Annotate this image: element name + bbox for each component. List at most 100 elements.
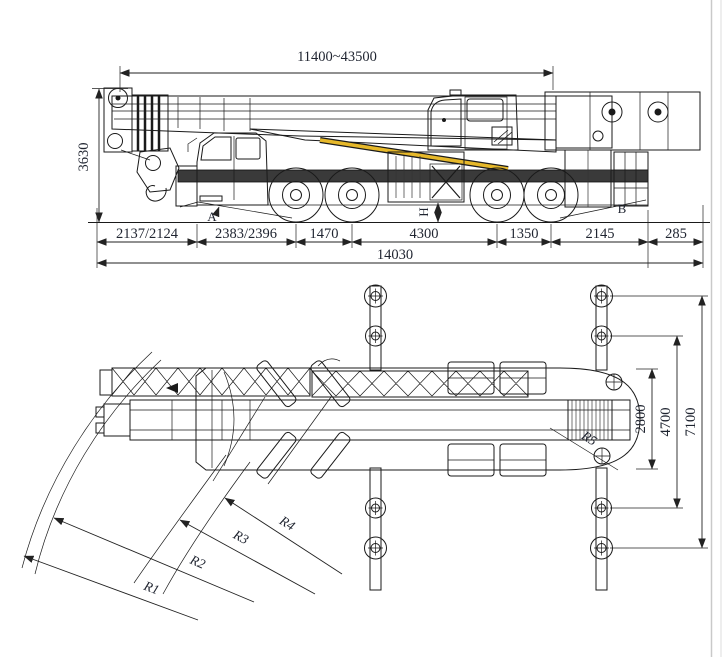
cab-step xyxy=(199,195,223,202)
side-view xyxy=(88,87,710,223)
dim-segment-text: 2137/2124 xyxy=(116,226,179,242)
radius-label-r1: R1 xyxy=(141,578,161,598)
dim-boom-length-text: 11400~43500 xyxy=(297,49,377,65)
toolbox-x-frame xyxy=(429,163,463,201)
angle-lines xyxy=(179,199,647,219)
approach-angle-line xyxy=(197,201,293,219)
rear-stack xyxy=(613,151,649,207)
winch-drum-2 xyxy=(647,101,669,123)
stowed-jib-lattice xyxy=(99,367,311,397)
front-construction-lines xyxy=(212,396,332,485)
toolbox-louvres xyxy=(395,156,421,198)
dim-row-segments: 2137/2124 2383/2396 1470 4300 1350 2145 … xyxy=(96,226,704,246)
rope-guard-ribs xyxy=(136,95,161,151)
departure-angle-label: B xyxy=(618,201,627,216)
dim-overall-length-text: 14030 xyxy=(377,247,413,263)
outrigger-beam-front-bottom xyxy=(369,467,382,591)
dim-segment-text: 1350 xyxy=(510,226,539,242)
stowed-cylinders xyxy=(256,360,351,479)
carrier-windshield xyxy=(200,136,232,161)
dim-row-overall: 14030 xyxy=(96,247,704,267)
boom-head-plan xyxy=(103,403,131,437)
approach-angle-line-2 xyxy=(179,201,199,208)
label-a-arrow xyxy=(212,206,220,218)
ground-clearance-label: H xyxy=(416,207,431,216)
carrier-chassis xyxy=(175,151,649,207)
boom-collars xyxy=(177,97,251,131)
jib-tip-arrow-icon xyxy=(166,383,178,393)
radius-line-r3 xyxy=(179,519,316,595)
deck-toolbox xyxy=(387,151,465,203)
head-sheave-lower xyxy=(107,133,123,149)
page-frame xyxy=(710,0,722,657)
dim-outrigger-full-text: 7100 xyxy=(683,408,699,437)
wiper-dot xyxy=(442,118,446,122)
rear-stack-grid xyxy=(614,152,648,206)
hook-sheave xyxy=(145,155,161,171)
hook xyxy=(145,185,167,202)
dim-outrigger-mid-text: 4700 xyxy=(658,408,674,437)
dim-segment-text: 4300 xyxy=(410,226,439,242)
boom-pivot-block xyxy=(555,95,613,149)
top-view-dimensions: 2800 4700 7100 xyxy=(610,295,708,549)
turning-radius-diagram: R1 R2 R3 R4 xyxy=(21,351,343,621)
operator-cab xyxy=(427,89,519,151)
boom-pivot-pin xyxy=(592,130,604,142)
outriggers xyxy=(364,284,613,591)
radius-line-r4 xyxy=(224,497,343,575)
tail-radius-label: R5 xyxy=(578,427,600,448)
carrier-mirror xyxy=(187,137,198,152)
carrier-cab xyxy=(187,132,269,206)
winch-drum-2-hub xyxy=(654,108,662,116)
tail-radius-line xyxy=(549,427,619,471)
turning-radius-lines xyxy=(23,497,343,621)
side-view-dimensions: 11400~43500 3630 H A B 2137/2124 2383/23… xyxy=(76,49,704,268)
approach-angle-label: A xyxy=(207,209,217,224)
ext-line xyxy=(610,335,683,509)
housing-splits xyxy=(589,92,669,150)
radius-label-r2: R2 xyxy=(187,552,208,572)
top-view-cab-details xyxy=(211,358,341,468)
dim-segment-text: 2145 xyxy=(586,226,615,242)
boom-body xyxy=(111,95,557,141)
top-view-boom xyxy=(95,399,631,441)
radius-line-r2 xyxy=(53,517,255,603)
boom-lattice-band xyxy=(311,370,529,398)
hook-block xyxy=(120,147,180,202)
dim-vehicle-width-text: 2800 xyxy=(633,405,649,434)
roof-beacon xyxy=(449,89,462,96)
superstructure-rear xyxy=(544,91,701,208)
hook-pulley-block xyxy=(136,147,180,193)
dim-segment-text: 1470 xyxy=(310,226,339,242)
operator-door-window xyxy=(466,98,504,122)
luffing-cylinder xyxy=(319,138,509,171)
frame-rail xyxy=(177,169,649,183)
winch-housing xyxy=(544,91,701,151)
antenna xyxy=(317,358,341,367)
jib-tip-bracket xyxy=(99,369,113,396)
rear-winch-area: R5 xyxy=(549,373,623,471)
telescopic-boom xyxy=(111,95,613,172)
outrigger-floats xyxy=(364,284,613,560)
counterweight-slabs xyxy=(447,361,547,477)
departure-angle-line xyxy=(559,199,647,219)
turning-arcs xyxy=(21,351,251,595)
winch-drum-1-hub xyxy=(608,108,616,116)
cab-vent-hatching xyxy=(493,129,513,145)
carrier-door-window xyxy=(235,137,261,160)
ext-line xyxy=(610,295,708,549)
boom-base-belly xyxy=(249,128,557,153)
top-view-body xyxy=(195,367,641,471)
counterweight-splits xyxy=(565,150,611,207)
dim-segment-text: 2383/2396 xyxy=(215,226,277,242)
boom-head xyxy=(103,87,169,153)
operator-cab-body xyxy=(427,94,519,151)
radius-label-r4: R4 xyxy=(276,512,298,533)
hoist-rope xyxy=(120,149,151,161)
cab-vent xyxy=(491,126,513,146)
sheave-pin xyxy=(115,95,121,101)
top-view: R5 xyxy=(95,284,641,591)
radius-line-r1 xyxy=(23,555,199,621)
